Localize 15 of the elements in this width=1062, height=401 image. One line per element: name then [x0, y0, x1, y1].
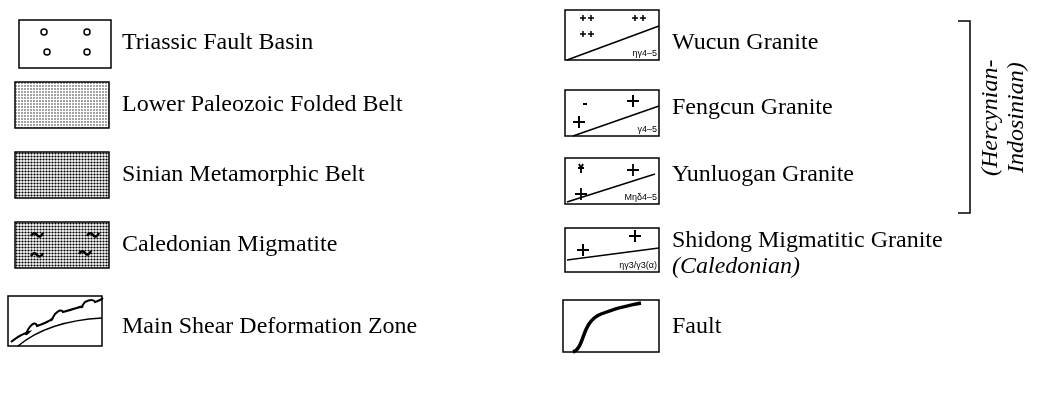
- legend-text: Wucun Granite: [672, 28, 820, 54]
- rock-code-label: ηγ4–5: [632, 48, 657, 58]
- legend-text: Fault: [672, 312, 723, 338]
- rock-code-label: Mηδ4–5: [624, 192, 657, 202]
- legend-text: Lower Paleozoic Folded Belt: [122, 90, 404, 116]
- legend-text: Triassic Fault Basin: [122, 28, 315, 54]
- rock-code-label: ηγ3/γ3(α): [619, 260, 657, 270]
- legend-text: Caledonian Migmatite: [122, 230, 339, 256]
- legend-text: Sinian Metamorphic Belt: [122, 160, 366, 186]
- legend-text: Main Shear Deformation Zone: [122, 312, 419, 338]
- rock-code-label: γ4–5: [637, 124, 657, 134]
- legend-text: Yunluogan Granite: [672, 160, 855, 186]
- legend-text: Shidong Migmatitic Granite (Caledonian): [672, 226, 944, 278]
- legend-text: Fengcun Granite: [672, 93, 834, 119]
- age-group-label: (Hercynian- Indosinian): [976, 58, 1028, 178]
